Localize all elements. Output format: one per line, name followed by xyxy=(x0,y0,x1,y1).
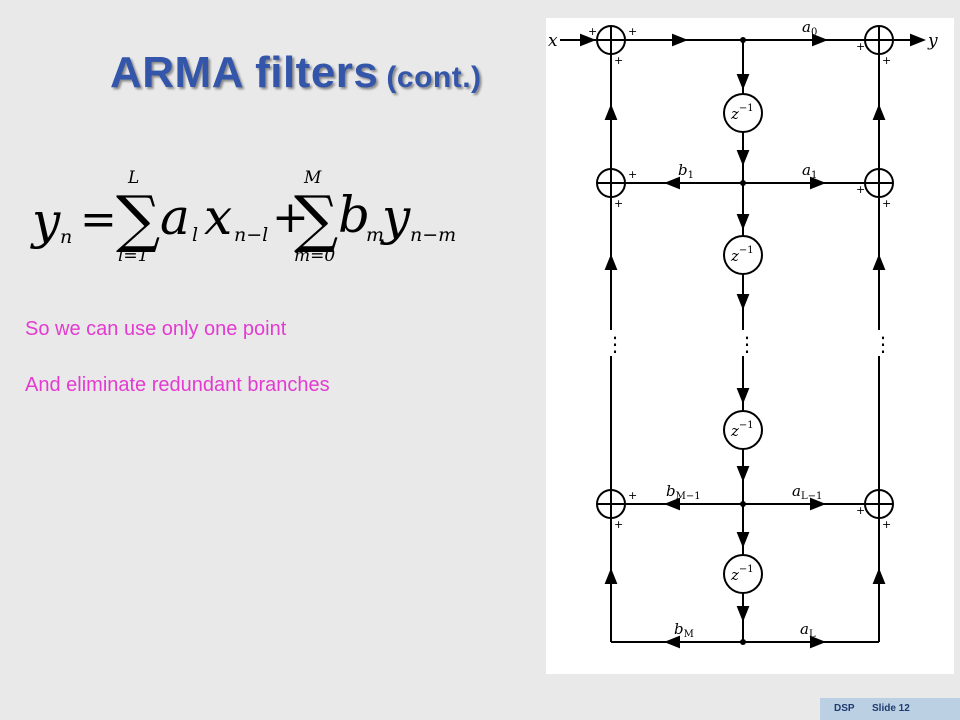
svg-text:z−1: z−1 xyxy=(730,245,754,265)
svg-text:+: + xyxy=(856,504,865,517)
plus-in-left-0: + xyxy=(588,25,597,38)
svg-text:+: + xyxy=(614,197,623,210)
title-suffix: (cont.) xyxy=(386,61,482,94)
gain-bm: bM xyxy=(674,620,694,640)
output-label: y xyxy=(927,31,938,51)
formula-lhs: y xyxy=(32,192,61,250)
delay-node-2 xyxy=(723,235,763,275)
svg-text:z−1: z−1 xyxy=(730,103,754,123)
delay-node-3 xyxy=(723,410,763,450)
sum1-lower: l=1 xyxy=(118,246,149,266)
formula-plus: + xyxy=(272,192,309,243)
sum1-upper: L xyxy=(128,168,140,188)
term2-var-sub: n−m xyxy=(410,224,457,246)
term1-var: x xyxy=(204,188,233,246)
gain-a0: a0 xyxy=(802,18,817,38)
term2-coef-sub: m xyxy=(366,224,385,246)
svg-text:+: + xyxy=(614,518,623,531)
footer-course: DSP xyxy=(834,703,855,714)
delay-node-4 xyxy=(723,554,763,594)
svg-text:z−1: z−1 xyxy=(730,420,754,440)
bullet-one-point: So we can use only one point xyxy=(25,318,287,340)
delay-node-1 xyxy=(723,93,763,133)
svg-text:+: + xyxy=(882,518,891,531)
svg-text:+: + xyxy=(614,54,623,67)
term2-coef: b xyxy=(338,186,371,244)
sum1-sigma-icon: ∑ xyxy=(116,182,161,255)
input-label: x xyxy=(548,31,558,51)
arma-filter-diagram: z−1 z−1 z−1 z−1 + + + + + + + + + + + + … xyxy=(546,18,954,674)
gain-al: aL xyxy=(800,620,816,640)
svg-text:+: + xyxy=(628,25,637,38)
gain-bm1: bM−1 xyxy=(666,482,701,502)
svg-text:+: + xyxy=(628,489,637,502)
slide-footer: DSP Slide 12 xyxy=(820,698,960,720)
term1-coef-sub: l xyxy=(192,224,199,246)
bullet-eliminate-branches: And eliminate redundant branches xyxy=(25,374,330,396)
svg-text:+: + xyxy=(856,40,865,53)
gain-b1: b1 xyxy=(678,161,694,181)
formula-lhs-sub: n xyxy=(60,226,73,248)
svg-text:z−1: z−1 xyxy=(730,564,754,584)
gain-a1: a1 xyxy=(802,161,817,181)
arma-formula: y n = L ∑ l=1 a l x n−l + M ∑ m=0 b m y … xyxy=(20,160,460,280)
footer-slide-number: Slide 12 xyxy=(872,703,910,714)
sum2-sigma-icon: ∑ xyxy=(294,182,339,255)
svg-text:+: + xyxy=(856,183,865,196)
term1-coef: a xyxy=(160,188,190,246)
ellipsis-center: ⋮ xyxy=(737,332,757,356)
formula-equals: = xyxy=(80,194,117,245)
title-main: ARMA filters xyxy=(110,48,379,97)
ellipsis-right: ⋮ xyxy=(873,332,893,356)
svg-text:+: + xyxy=(882,197,891,210)
svg-text:+: + xyxy=(882,54,891,67)
sum2-upper: M xyxy=(304,168,322,188)
slide-title: ARMA filters(cont.) xyxy=(110,48,482,98)
filter-graph: z−1 z−1 z−1 z−1 + + + + + + + + + + + + … xyxy=(548,18,938,649)
svg-text:+: + xyxy=(628,168,637,181)
sum2-lower: m=0 xyxy=(294,246,336,266)
term1-var-sub: n−l xyxy=(234,224,269,246)
ellipsis-left: ⋮ xyxy=(605,332,625,356)
term2-var: y xyxy=(382,188,411,246)
gain-al1: aL−1 xyxy=(792,482,822,502)
